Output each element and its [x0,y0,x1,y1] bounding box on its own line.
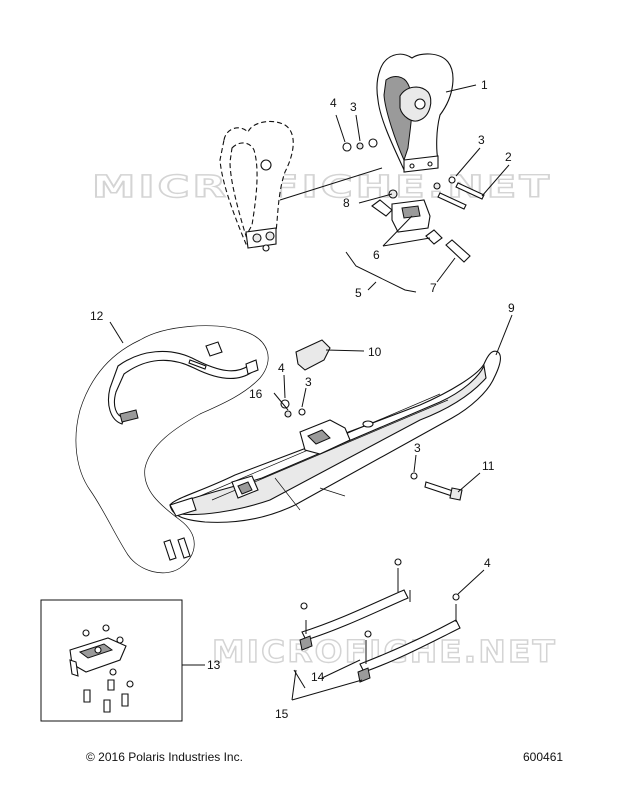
loop-assembly [75,325,269,574]
carbide-runners [299,558,461,683]
callout-10: 10 [368,345,382,359]
callout-4-b: 4 [278,361,285,375]
bracket-hardware [342,138,485,210]
callout-4-c: 4 [484,556,491,570]
callout-8: 8 [343,196,350,210]
diagram-number: 600461 [523,750,564,764]
watermark-bottom: MICROFICHE.NET [212,635,557,670]
spindle-clamp [371,189,471,263]
loop-bolts [163,537,191,561]
copyright-notice: © 2016 Polaris Industries Inc. [86,750,243,764]
spindle-bracket [376,53,454,173]
callout-1: 1 [481,78,488,92]
bracket-kit-box [40,599,183,722]
callout-3-d: 3 [414,441,421,455]
callout-9: 9 [508,301,515,315]
callout-15: 15 [275,707,289,721]
callout-16: 16 [249,387,263,401]
callout-3-a: 3 [350,100,357,114]
callout-5: 5 [355,286,362,300]
callout-4-a: 4 [330,96,337,110]
callout-3-b: 3 [478,133,485,147]
bracket-ghost [219,120,294,252]
callout-3-c: 3 [305,375,312,389]
callout-6: 6 [373,248,380,262]
callout-7: 7 [430,281,437,295]
watermark-top: MICROFICHE.NET [92,170,552,205]
callout-11: 11 [482,459,495,473]
ski-body [169,350,502,523]
leader-lines [109,84,513,701]
callout-12: 12 [90,309,104,323]
callout-2: 2 [505,150,512,164]
callout-14: 14 [311,670,325,684]
ski-pad [295,339,331,371]
callout-labels: 1 2 3 3 3 3 4 4 4 5 6 7 8 9 10 11 12 13 … [90,78,515,721]
callout-13: 13 [207,658,221,672]
